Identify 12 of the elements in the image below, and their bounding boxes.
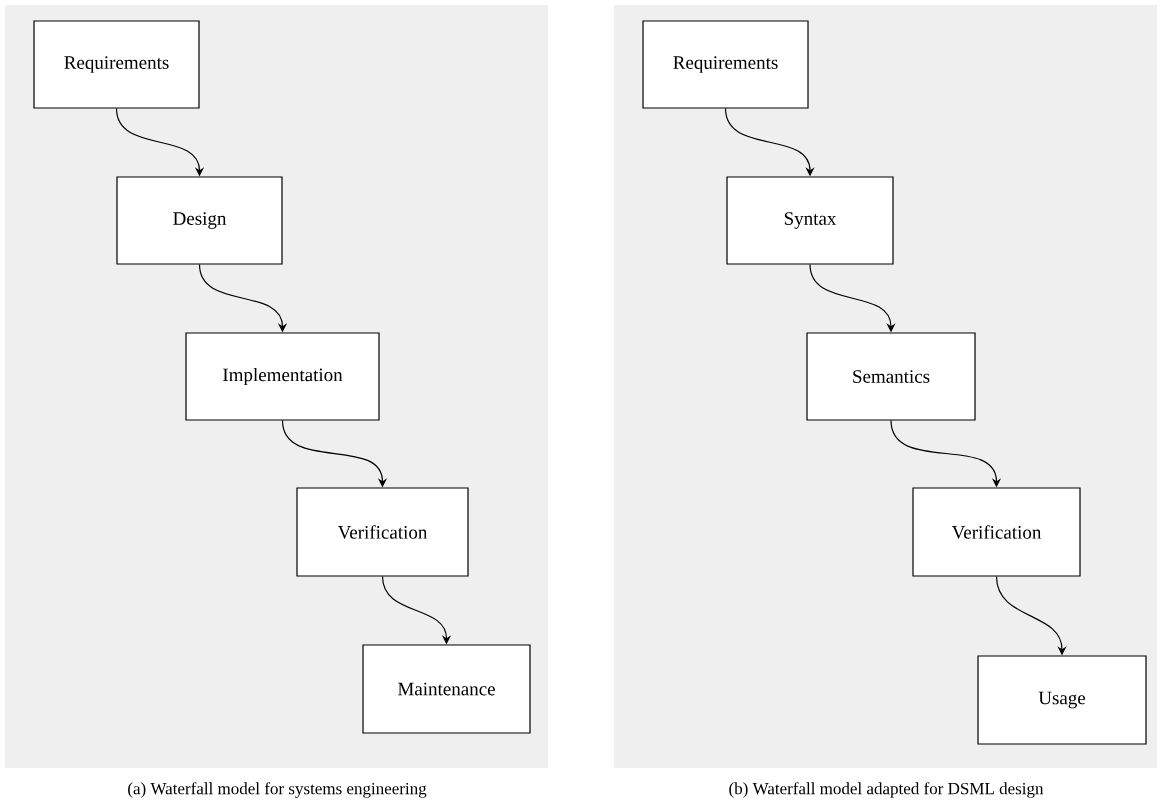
- process-box: Requirements: [33, 20, 200, 109]
- process-box: Design: [116, 176, 283, 265]
- process-box: Semantics: [806, 332, 976, 421]
- process-box: Verification: [912, 487, 1081, 577]
- process-box: Requirements: [642, 20, 809, 109]
- process-box: Verification: [296, 487, 469, 577]
- process-box: Usage: [977, 655, 1147, 745]
- process-box: Maintenance: [362, 644, 531, 734]
- process-box: Implementation: [185, 332, 380, 421]
- caption: (b) Waterfall model adapted for DSML design: [729, 782, 1044, 798]
- caption: (a) Waterfall model for systems engineering: [128, 782, 427, 798]
- process-box: Syntax: [726, 176, 894, 265]
